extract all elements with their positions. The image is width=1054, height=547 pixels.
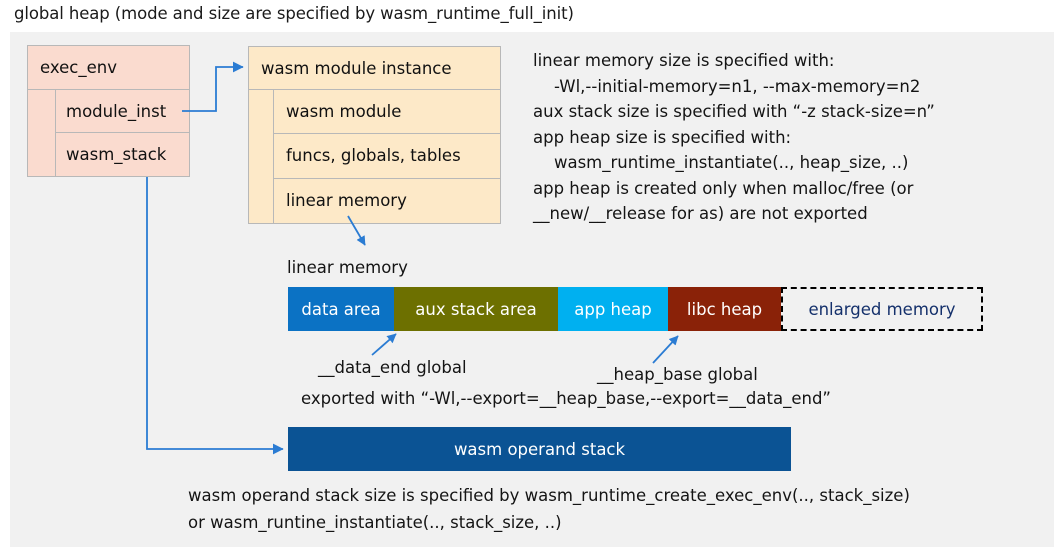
exec-env-box: exec_env module_inst wasm_stack (27, 45, 190, 177)
linear-memory-label: linear memory (287, 258, 408, 277)
row-funcs-globals-tables: funcs, globals, tables (274, 134, 500, 179)
wasm-module-instance-body: wasm module funcs, globals, tables linea… (248, 90, 501, 224)
exec-env-header: exec_env (27, 45, 190, 90)
description-text: linear memory size is specified with: -W… (533, 51, 935, 223)
page-title: global heap (mode and size are specified… (14, 4, 574, 23)
exec-env-gutter (28, 90, 56, 176)
exec-env-row-wasm-stack: wasm_stack (66, 145, 167, 164)
exec-env-rows: module_inst wasm_stack (56, 90, 189, 176)
memory-segment-enlarged-memory: enlarged memory (781, 287, 983, 331)
exec-env-row-module-inst: module_inst (56, 90, 189, 133)
wasm-module-instance-gutter (249, 90, 274, 223)
wasm-module-instance-rows: wasm module funcs, globals, tables linea… (274, 90, 500, 223)
memory-segment-aux-stack-area: aux stack area (394, 287, 558, 331)
memory-segment-data-area: data area (288, 287, 394, 331)
row-linear-memory: linear memory (286, 191, 407, 211)
annotation-heap-base: __heap_base global (597, 365, 758, 384)
annotation-data-end: __data_end global (318, 358, 467, 377)
annotation-exported-with: exported with “-Wl,--export=__heap_base,… (301, 389, 831, 408)
memory-segment-app-heap: app heap (558, 287, 668, 331)
row-wasm-module: wasm module (274, 90, 500, 135)
wasm-operand-stack-bar: wasm operand stack (288, 427, 791, 471)
wasm-module-instance-box: wasm module instance wasm module funcs, … (248, 46, 501, 224)
exec-env-body: module_inst wasm_stack (27, 90, 190, 177)
operand-stack-note: wasm operand stack size is specified by … (188, 486, 910, 532)
memory-segment-libc-heap: libc heap (668, 287, 781, 331)
wasm-module-instance-header: wasm module instance (248, 46, 501, 90)
